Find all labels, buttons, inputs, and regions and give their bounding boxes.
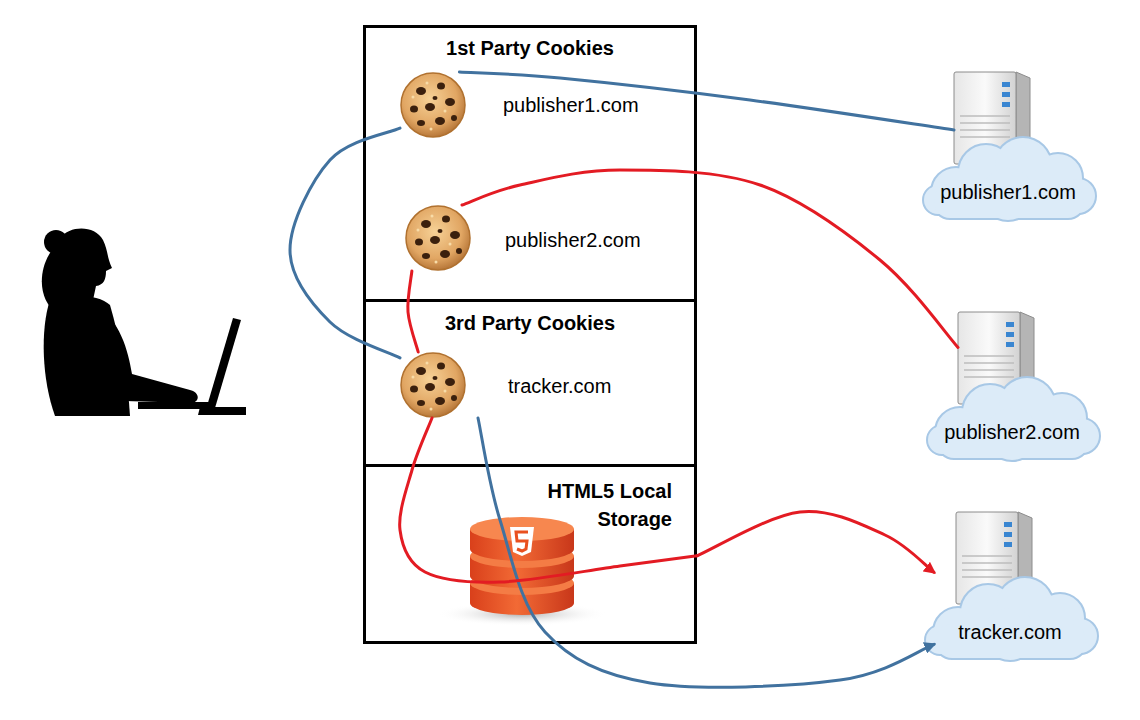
cookie-label: tracker.com [508, 374, 658, 398]
cookie-node: publisher1.com [400, 72, 670, 138]
server-node: publisher2.com [958, 310, 1034, 460]
flow-connector [459, 72, 954, 130]
monitor-stand [198, 407, 246, 415]
cookie-icon [401, 353, 465, 417]
cookie-label: publisher1.com [503, 93, 668, 117]
database-icon [437, 517, 607, 626]
flow-connector [697, 512, 934, 573]
box-heading: HTML5 Local Storage [532, 477, 672, 533]
group-box: 3rd Party Cookies tracker.com [363, 299, 697, 467]
cookie-node: publisher2.com [405, 205, 670, 271]
flow-connector [400, 418, 697, 582]
cookie-label: publisher2.com [505, 228, 670, 252]
cookie-node: tracker.com [400, 352, 660, 418]
box-heading: 1st Party Cookies [366, 36, 694, 60]
server-node: publisher1.com [954, 70, 1030, 220]
monitor-screen [207, 318, 241, 408]
html5-shield [510, 527, 534, 556]
user-silhouette [42, 228, 246, 416]
flow-connector [408, 271, 418, 352]
head [50, 228, 112, 302]
arm [95, 305, 198, 403]
server-label: tracker.com [920, 620, 1100, 644]
flow-connector [290, 128, 400, 358]
cookie-icon [406, 206, 470, 270]
box-heading: 3rd Party Cookies [366, 311, 694, 335]
group-box: HTML5 Local Storage [363, 464, 697, 644]
html5-five [516, 532, 528, 551]
server-label: publisher1.com [918, 180, 1098, 204]
group-box: 1st Party Cookies publisher1.com publisher… [363, 25, 697, 302]
flow-connector [478, 418, 934, 687]
server-label: publisher2.com [922, 420, 1102, 444]
server-node: tracker.com [934, 510, 1084, 670]
cookie-icon [401, 73, 465, 137]
